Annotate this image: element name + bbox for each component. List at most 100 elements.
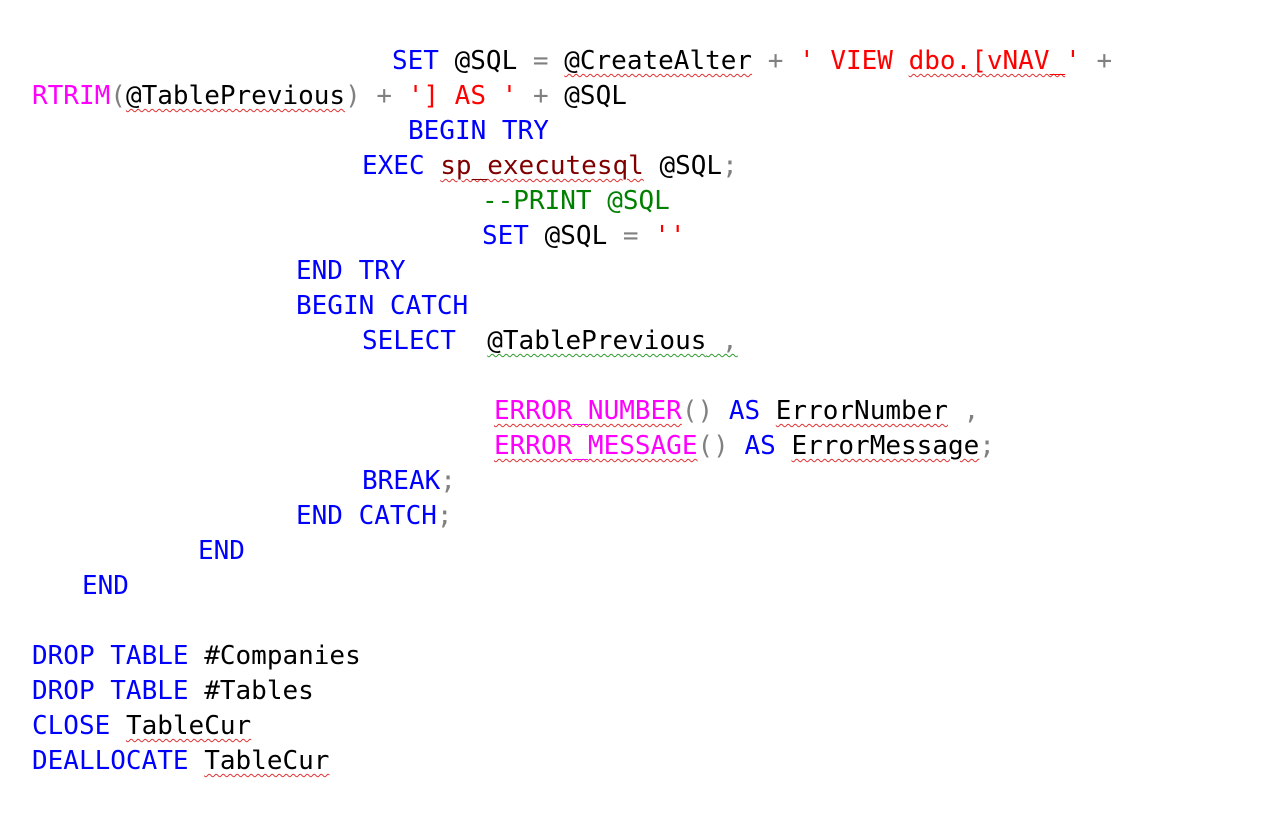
code-line[interactable]: ERROR_NUMBER() AS ErrorNumber , [494, 394, 979, 428]
code-token: ; [440, 466, 456, 496]
code-token: AS [728, 396, 761, 426]
code-line[interactable]: END TRY [296, 254, 406, 288]
code-token [644, 151, 660, 181]
code-token: TableCur [125, 711, 252, 741]
code-token: END CATCH [296, 501, 437, 531]
code-token [729, 431, 745, 461]
code-token: + [767, 46, 784, 76]
code-token [1081, 46, 1097, 76]
code-line[interactable]: RTRIM(@TablePrevious) + '] AS ' + @SQL [32, 79, 627, 113]
code-token: ERROR_NUMBER [494, 396, 682, 426]
code-token: --PRINT @SQL [482, 186, 670, 216]
code-token: EXEC [362, 151, 425, 181]
code-token [392, 81, 408, 111]
code-token: ErrorNumber [775, 396, 948, 426]
code-token [760, 396, 776, 426]
code-token: ; [436, 501, 453, 531]
code-line[interactable]: DROP TABLE #Companies [32, 639, 361, 673]
code-line[interactable]: --PRINT @SQL [482, 184, 670, 218]
code-token: sp_executesql [440, 151, 644, 181]
code-token [607, 221, 623, 251]
code-line[interactable]: BEGIN CATCH [296, 289, 468, 323]
code-token [439, 46, 455, 76]
code-token: ) [345, 81, 361, 111]
code-token: ( [110, 81, 126, 111]
code-token [517, 46, 533, 76]
code-token [549, 46, 565, 76]
code-token: DROP TABLE [32, 676, 189, 706]
code-token: ; [722, 151, 738, 181]
code-token: TableCur [204, 746, 330, 776]
code-token: , [706, 326, 738, 356]
code-token: @SQL [544, 221, 608, 251]
code-token [776, 431, 792, 461]
code-token: ' [1065, 46, 1081, 76]
code-line[interactable]: EXEC sp_executesql @SQL; [362, 149, 738, 183]
code-token: DEALLOCATE [32, 746, 189, 776]
code-line[interactable]: SET @SQL = '' [482, 219, 686, 253]
code-token: #Tables [204, 676, 314, 706]
code-token: + [376, 81, 393, 111]
code-token [713, 396, 729, 426]
code-token: = [622, 221, 639, 251]
code-token: RTRIM [32, 81, 111, 111]
code-token [189, 641, 205, 671]
code-token: () [681, 396, 714, 426]
code-token: END [198, 536, 245, 566]
code-token: SELECT [362, 326, 456, 356]
code-token: BEGIN TRY [408, 116, 549, 146]
code-token [425, 151, 441, 181]
code-token [456, 326, 487, 356]
code-token: ' VIEW [799, 46, 909, 76]
code-line[interactable]: ERROR_MESSAGE() AS ErrorMessage; [494, 429, 995, 463]
code-token: '] AS ' [407, 81, 518, 111]
code-token: = [532, 46, 549, 76]
code-line[interactable]: BREAK; [362, 464, 456, 498]
code-token: ErrorMessage [791, 431, 980, 461]
code-token: '' [654, 221, 686, 251]
code-token: + [532, 81, 549, 111]
code-line[interactable]: DROP TABLE #Tables [32, 674, 314, 708]
code-line[interactable]: END CATCH; [296, 499, 453, 533]
code-line[interactable]: BEGIN TRY [408, 114, 549, 148]
code-line[interactable]: CLOSE TableCur [32, 709, 251, 743]
code-token: DROP TABLE [32, 641, 189, 671]
code-token: ERROR_MESSAGE [494, 431, 698, 461]
code-token: dbo.[vNAV_ [908, 46, 1066, 76]
code-token [752, 46, 768, 76]
code-token [189, 746, 205, 776]
code-token: @SQL [454, 46, 518, 76]
code-token [517, 81, 533, 111]
code-token [549, 81, 565, 111]
code-token: BREAK [362, 466, 441, 496]
code-token: @SQL [564, 81, 627, 111]
code-token: CLOSE [32, 711, 111, 741]
code-token: , [947, 396, 980, 426]
code-token [361, 81, 377, 111]
code-token: SET [482, 221, 529, 251]
code-token: @SQL [659, 151, 723, 181]
code-token [110, 711, 126, 741]
code-token: #Companies [204, 641, 361, 671]
code-token: () [697, 431, 729, 461]
code-token: SET [392, 46, 439, 76]
code-line[interactable]: END [198, 534, 245, 568]
code-token: @CreateAlter [564, 46, 753, 76]
code-token: BEGIN CATCH [296, 291, 469, 321]
code-token [189, 676, 205, 706]
code-line[interactable]: END [82, 569, 129, 603]
code-token: END TRY [296, 256, 406, 286]
code-token: END [82, 571, 129, 601]
code-token: @TablePrevious [487, 326, 707, 356]
code-token: + [1096, 46, 1113, 76]
code-token [639, 221, 655, 251]
code-line[interactable]: DEALLOCATE TableCur [32, 744, 329, 778]
code-token [529, 221, 545, 251]
code-token [783, 46, 799, 76]
code-line[interactable]: SET @SQL = @CreateAlter + ' VIEW dbo.[vN… [392, 44, 1112, 78]
code-token: @TablePrevious [125, 81, 346, 111]
code-token: AS [744, 431, 776, 461]
code-line[interactable]: SELECT @TablePrevious , [362, 324, 738, 358]
code-token: ; [979, 431, 995, 461]
